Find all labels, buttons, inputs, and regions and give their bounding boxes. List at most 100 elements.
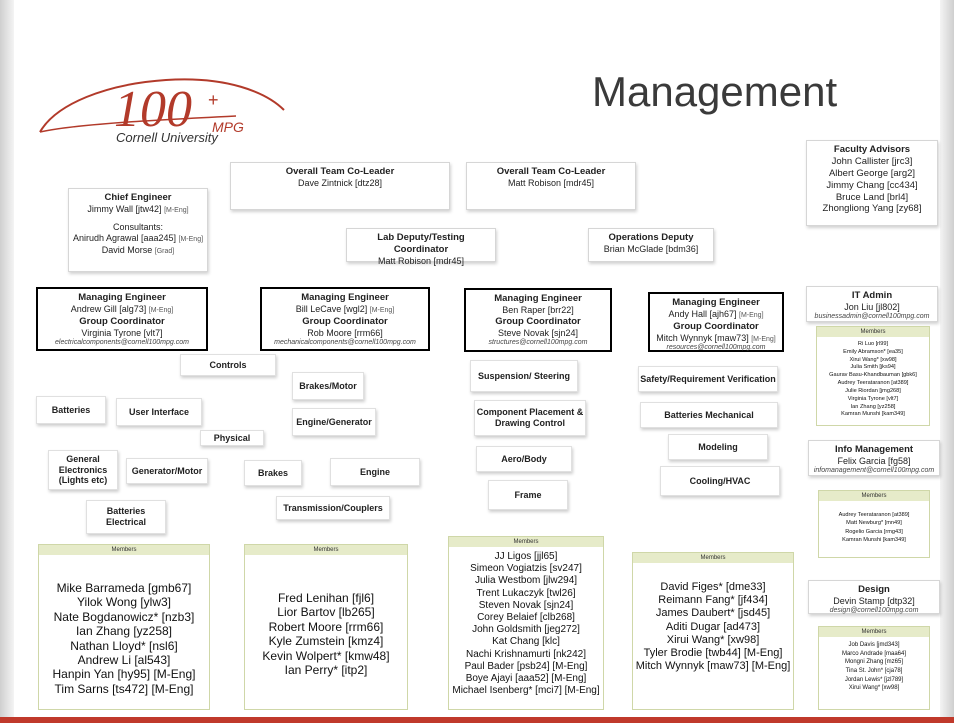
- member-name: Hanpin Yan [hy95] [M-Eng]: [52, 667, 196, 682]
- lab-deputy-box: Lab Deputy/Testing Coordinator Matt Robi…: [346, 228, 496, 266]
- member-name: Kat Chang [klc]: [492, 636, 560, 648]
- members-box-mechanical: Members Fred Lenihan [fjl6] Lior Bartov …: [244, 544, 408, 710]
- member-name: Nathan Lloyd* [nsl6]: [70, 638, 178, 653]
- member-name: Kyle Zumstein [kmz4]: [268, 634, 384, 649]
- co-leader-box-1: Overall Team Co-Leader Dave Zintnick [dt…: [230, 162, 450, 210]
- chief-tag: [M-Eng]: [164, 206, 189, 214]
- design-name: Devin Stamp [dtp32]: [833, 595, 915, 606]
- coordinator-name: Mitch Wynnyk [maw73]: [656, 332, 749, 343]
- manager-role: Managing Engineer: [301, 292, 389, 303]
- ops-deputy-box: Operations Deputy Brian McGlade [bdm36]: [588, 228, 714, 262]
- member-name: Matt Newburg* [mn49]: [846, 520, 902, 527]
- member-name: Reimann Fang* [jf434]: [658, 594, 768, 607]
- lab-deputy-name: Matt Robison [mdr45]: [377, 255, 465, 266]
- members-list: Job Davis [jmd343] Marco Andrade [maa64]…: [819, 637, 929, 693]
- slide-title: Management: [592, 68, 838, 115]
- member-name: JJ Ligos [jjl65]: [494, 551, 558, 562]
- subgroup-controls: Controls: [180, 354, 276, 376]
- member-name: Ri Luo [rl99]: [857, 341, 889, 347]
- subgroup-general-electronics: General Electronics (Lights etc): [48, 450, 118, 490]
- consultant-name: David Morse: [101, 244, 153, 255]
- ops-deputy-name: Brian McGlade [bdm36]: [603, 243, 699, 254]
- member-name: Julia Smith [jks94]: [850, 364, 896, 371]
- manager-name: Andrew Gill [alg73]: [70, 303, 147, 314]
- member-name: Michael Isenberg* [mci7] [M-Eng]: [452, 685, 600, 697]
- manager-name: Andy Hall [ajh67]: [668, 308, 737, 319]
- coordinator-label: Group Coordinator: [673, 320, 759, 332]
- info-management-box: Info Management Felix Garcia [fg58] info…: [808, 440, 940, 476]
- co-leader-role: Overall Team Co-Leader: [285, 166, 395, 177]
- right-border: [940, 0, 954, 723]
- members-list: Mike Barrameda [gmb67] Yilok Wong [ylw3]…: [39, 555, 209, 696]
- coordinator-label: Group Coordinator: [79, 315, 165, 327]
- faculty-name: Zhongliong Yang [zy68]: [822, 203, 922, 215]
- it-admin-role: IT Admin: [851, 290, 893, 301]
- chief-name: Jimmy Wall [jtw42]: [87, 203, 162, 214]
- member-name: Lior Bartov [lb265]: [277, 605, 375, 620]
- lab-deputy-role: Lab Deputy/Testing Coordinator: [377, 232, 465, 255]
- info-mgmt-name: Felix Garcia [fg58]: [837, 455, 911, 466]
- member-name: Andrew Li [al543]: [77, 652, 171, 667]
- subgroup-safety: Safety/Requirement Verification: [638, 366, 778, 392]
- logo-car-outline-icon: 100 + MPG: [39, 78, 285, 138]
- member-name: Tim Sarns [ts472] [M-Eng]: [54, 681, 194, 696]
- member-name: Corey Belaief [clb268]: [477, 611, 575, 623]
- member-name: Kamran Munshi [kam349]: [842, 537, 906, 544]
- member-name: Ian Zhang [yz258]: [850, 403, 896, 410]
- left-border: [0, 0, 14, 723]
- member-name: Emily Abramson* [ea35]: [843, 348, 903, 355]
- member-name: Yilok Wong [ylw3]: [76, 595, 172, 610]
- subgroup-engine: Engine: [330, 458, 420, 486]
- member-name: Boye Ajayi [aaa52] [M-Eng]: [465, 672, 587, 684]
- manager-email: structures@cornell100mpg.com: [488, 339, 588, 347]
- manager-tag: [M-Eng]: [148, 306, 174, 314]
- member-name: Nate Bogdanowicz* [nzb3]: [53, 609, 195, 624]
- member-name: Virginia Tyrone [vlt7]: [847, 395, 899, 402]
- subgroup-cooling: Cooling/HVAC: [660, 466, 780, 496]
- faculty-role: Faculty Advisors: [833, 144, 911, 155]
- members-header: Members: [39, 545, 209, 555]
- faculty-name: John Callister [jrc3]: [831, 155, 913, 167]
- team-logo: 100 + MPG Cornell University: [36, 54, 286, 158]
- members-header: Members: [817, 327, 929, 337]
- coordinator-name: Rob Moore [rrm66]: [307, 327, 383, 338]
- manager-role: Managing Engineer: [78, 292, 166, 303]
- it-admin-name: Jon Liu [jl802]: [844, 301, 900, 312]
- co-leader-box-2: Overall Team Co-Leader Matt Robison [mdr…: [466, 162, 636, 210]
- logo-org: Cornell University: [116, 130, 218, 145]
- co-leader-name: Dave Zintnick [dtz28]: [297, 177, 383, 188]
- co-leader-role: Overall Team Co-Leader: [496, 166, 606, 177]
- members-header: Members: [633, 553, 793, 563]
- chief-role: Chief Engineer: [104, 192, 172, 203]
- it-members-box: Members Ri Luo [rl99] Emily Abramson* [e…: [816, 326, 930, 426]
- manager-email: mechanicalcomponents@cornell100mpg.com: [274, 338, 416, 346]
- member-name: Jordan Lewis* [jzl789]: [844, 676, 904, 683]
- co-leader-name: Matt Robison [mdr45]: [507, 177, 595, 188]
- consultant-name: Anirudh Agrawal [aaa245]: [72, 232, 177, 243]
- managing-engineer-box-3: Managing Engineer Ben Raper [brr22] Grou…: [464, 288, 612, 352]
- subgroup-transmission: Transmission/Couplers: [276, 496, 390, 520]
- subgroup-batteries: Batteries: [36, 396, 106, 424]
- member-name: Xirui Wang* [xw98]: [849, 356, 897, 363]
- manager-role: Managing Engineer: [494, 293, 582, 304]
- member-name: Audrey Teerataranon [at389]: [837, 380, 909, 387]
- member-name: Julie Riordan [jmg268]: [845, 387, 901, 394]
- members-list: David Figes* [dme33] Reimann Fang* [jf43…: [633, 563, 793, 673]
- members-list: Ri Luo [rl99] Emily Abramson* [ea35] Xir…: [817, 337, 929, 419]
- member-name: Tyler Brodie [twb44] [M-Eng]: [643, 646, 783, 659]
- subgroup-brakes-motor: Brakes/Motor: [292, 372, 364, 400]
- coordinator-label: Group Coordinator: [302, 315, 388, 327]
- managing-engineer-box-2: Managing Engineer Bill LeCave [wgl2] [M-…: [260, 287, 430, 351]
- member-name: David Figes* [dme33]: [660, 581, 766, 593]
- consultants-label: Consultants:: [112, 221, 164, 232]
- member-name: Trent Lukaczyk [twl26]: [476, 587, 576, 599]
- subgroup-aero-body: Aero/Body: [476, 446, 572, 472]
- coordinator-name: Steve Novak [sjn24]: [497, 328, 579, 338]
- member-name: Tina St. John* [cja78]: [845, 668, 903, 675]
- logo-number: 100: [114, 81, 192, 138]
- member-name: Xirui Wang* [xw98]: [848, 685, 900, 692]
- subgroup-modeling: Modeling: [668, 434, 768, 460]
- manager-email: electricalcomponents@cornell100mpg.com: [55, 338, 189, 346]
- coordinator-name: Virginia Tyrone [vlt7]: [81, 327, 163, 338]
